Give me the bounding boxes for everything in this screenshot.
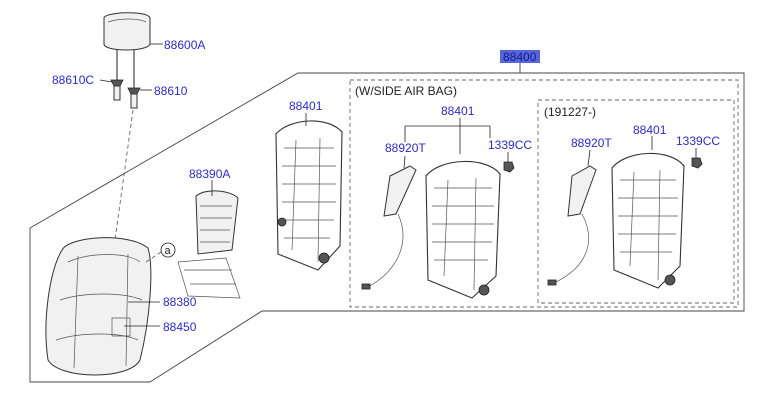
heater-part[interactable] xyxy=(111,317,131,337)
airbag-nut-part[interactable] xyxy=(503,161,515,173)
guide-left-part[interactable] xyxy=(110,79,124,101)
date-module-leader xyxy=(587,149,591,167)
label-assembly[interactable]: 88400 xyxy=(503,50,537,64)
date-group-box xyxy=(537,99,735,304)
seat-cover-part[interactable] xyxy=(45,237,152,376)
guide-left-leader xyxy=(99,79,113,83)
ref-marker-a-text: a xyxy=(165,245,172,257)
label-date-frame[interactable]: 88401 xyxy=(633,123,667,137)
seat-pad-part[interactable] xyxy=(177,190,241,299)
label-airbag-frame[interactable]: 88401 xyxy=(441,104,475,118)
label-airbag-module[interactable]: 88920T xyxy=(385,141,426,155)
date-group-title: (191227-) xyxy=(544,105,596,119)
airbag-module-part[interactable] xyxy=(361,165,417,290)
airbag-module-leader xyxy=(403,155,406,169)
label-airbag-nut[interactable]: 1339CC xyxy=(488,138,532,152)
ref-marker-a: a xyxy=(160,242,176,258)
airbag-group-title: (W/SIDE AIR BAG) xyxy=(355,84,457,98)
label-headrest[interactable]: 88600A xyxy=(164,38,205,52)
airbag-group-box xyxy=(349,79,739,308)
date-module-part[interactable] xyxy=(547,165,597,286)
headrest-centerline xyxy=(114,109,134,241)
label-frame-main[interactable]: 88401 xyxy=(289,99,323,113)
date-nut-part[interactable] xyxy=(691,157,703,169)
label-cover[interactable]: 88380 xyxy=(163,295,197,309)
airbag-frame-part[interactable] xyxy=(425,160,501,299)
assembly-highlight xyxy=(500,50,540,63)
label-guide-right[interactable]: 88610 xyxy=(154,84,188,98)
label-pad[interactable]: 88390A xyxy=(189,167,230,181)
label-guide-left[interactable]: 88610C xyxy=(52,73,94,87)
seat-frame-main-part[interactable] xyxy=(275,120,343,271)
date-frame-part[interactable] xyxy=(611,152,685,289)
airbag-frame-leader xyxy=(404,118,491,154)
assembly-outline xyxy=(29,72,745,383)
label-heater[interactable]: 88450 xyxy=(163,320,197,334)
label-date-nut[interactable]: 1339CC xyxy=(676,134,720,148)
label-date-module[interactable]: 88920T xyxy=(571,136,612,150)
ref-a-leader xyxy=(145,251,162,263)
guide-right-part[interactable] xyxy=(127,87,141,109)
